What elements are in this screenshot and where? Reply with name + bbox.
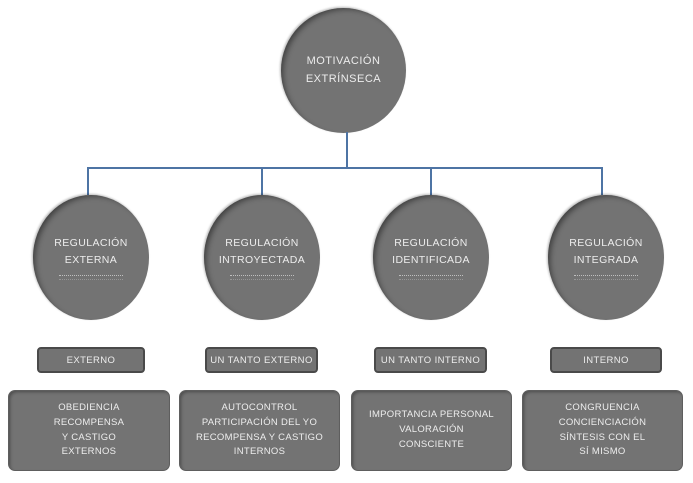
root-node-label-line: EXTRÍNSECA: [305, 72, 382, 85]
desc-line: CONGRUENCIA: [565, 402, 640, 414]
desc-line: Y CASTIGO: [61, 431, 117, 443]
desc-line: CONCIENCIACIÓN: [558, 416, 647, 428]
dotted-separator: [574, 274, 638, 280]
node-label-line: INTEGRADA: [573, 254, 639, 266]
desc-line: IMPORTANCIA PERSONAL: [369, 409, 494, 421]
connector-drop-4: [601, 167, 603, 195]
desc-line: CONSCIENTE: [398, 438, 465, 450]
tag-label: UN TANTO INTERNO: [380, 354, 481, 366]
tag-un-tanto-externo: UN TANTO EXTERNO: [205, 347, 318, 373]
dotted-separator: [399, 274, 463, 280]
desc-box-regulacion-externa: OBEDIENCIA RECOMPENSA Y CASTIGO EXTERNOS: [8, 390, 170, 471]
dotted-separator: [59, 274, 123, 280]
node-label-line: REGULACIÓN: [394, 237, 468, 250]
connector-drop-1: [87, 167, 89, 195]
desc-line: RECOMPENSA: [53, 416, 125, 428]
connector-drop-3: [430, 167, 432, 195]
dotted-separator: [230, 274, 294, 280]
connector-horizontal-bar: [87, 167, 603, 169]
tag-label: UN TANTO EXTERNO: [210, 354, 313, 366]
node-regulacion-externa: REGULACIÓN EXTERNA: [33, 195, 149, 320]
desc-line: VALORACIÓN: [399, 424, 464, 436]
desc-line: OBEDIENCIA: [58, 402, 120, 414]
desc-line: EXTERNOS: [61, 446, 117, 458]
node-regulacion-integrada: REGULACIÓN INTEGRADA: [548, 195, 664, 320]
tag-un-tanto-interno: UN TANTO INTERNO: [374, 347, 487, 373]
desc-box-regulacion-integrada: CONGRUENCIA CONCIENCIACIÓN SÍNTESIS CON …: [522, 390, 683, 471]
desc-line: INTERNOS: [233, 446, 286, 458]
connector-drop-2: [261, 167, 263, 195]
node-label-line: INTROYECTADA: [218, 254, 306, 266]
desc-line: SÍNTESIS CON EL: [559, 431, 646, 443]
node-label-line: REGULACIÓN: [54, 237, 128, 250]
node-regulacion-identificada: REGULACIÓN IDENTIFICADA: [373, 195, 489, 320]
node-label-line: REGULACIÓN: [569, 237, 643, 250]
root-node-motivacion-extrinseca: MOTIVACIÓN EXTRÍNSECA: [281, 8, 406, 133]
tag-label: EXTERNO: [66, 354, 116, 366]
desc-line: AUTOCONTROL: [221, 402, 298, 414]
node-regulacion-introyectada: REGULACIÓN INTROYECTADA: [204, 195, 320, 320]
tag-label: INTERNO: [583, 354, 629, 366]
tag-externo: EXTERNO: [37, 347, 145, 373]
tag-interno: INTERNO: [550, 347, 662, 373]
node-label-line: REGULACIÓN: [225, 237, 299, 250]
desc-line: PARTICIPACIÓN DEL YO: [201, 416, 318, 428]
node-label-line: EXTERNA: [64, 254, 118, 266]
desc-line: RECOMPENSA Y CASTIGO: [195, 431, 324, 443]
desc-line: SÍ MISMO: [579, 446, 626, 458]
desc-box-regulacion-identificada: IMPORTANCIA PERSONAL VALORACIÓN CONSCIEN…: [351, 390, 512, 471]
node-label-line: IDENTIFICADA: [392, 254, 470, 266]
root-node-label-line: MOTIVACIÓN: [306, 55, 381, 68]
desc-box-regulacion-introyectada: AUTOCONTROL PARTICIPACIÓN DEL YO RECOMPE…: [179, 390, 340, 471]
connector-stem: [346, 132, 348, 168]
